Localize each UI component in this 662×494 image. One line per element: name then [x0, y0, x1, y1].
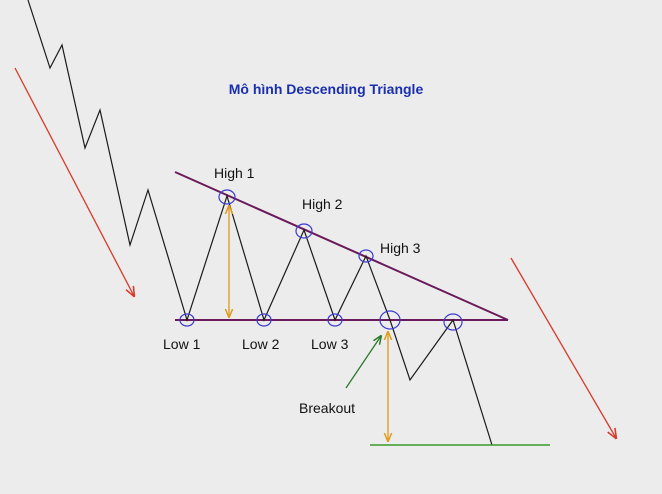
diagram-title: Mô hình Descending Triangle	[229, 81, 424, 97]
label-low-3: Low 3	[311, 336, 349, 352]
resistance-trendline	[174, 171, 509, 321]
pivot-high-2	[295, 223, 313, 239]
label-low-1: Low 1	[163, 336, 201, 352]
pivot-low-3	[327, 313, 343, 327]
downtrend-arrow-left	[14, 67, 134, 296]
label-high-2: High 2	[302, 196, 343, 212]
label-breakout: Breakout	[299, 400, 355, 416]
label-high-3: High 3	[380, 240, 421, 256]
price-path	[27, 0, 493, 446]
pivot-high-1	[218, 189, 236, 205]
downtrend-arrow-right	[510, 257, 616, 438]
pivot-low-2	[256, 313, 272, 327]
label-high-1: High 1	[214, 165, 255, 181]
pivot-retest	[443, 313, 463, 331]
breakout-pointer-arrow	[345, 336, 381, 389]
pivot-breakout	[379, 310, 401, 330]
pivot-low-1	[179, 313, 195, 327]
label-low-2: Low 2	[242, 336, 280, 352]
pivot-high-3	[358, 249, 374, 263]
